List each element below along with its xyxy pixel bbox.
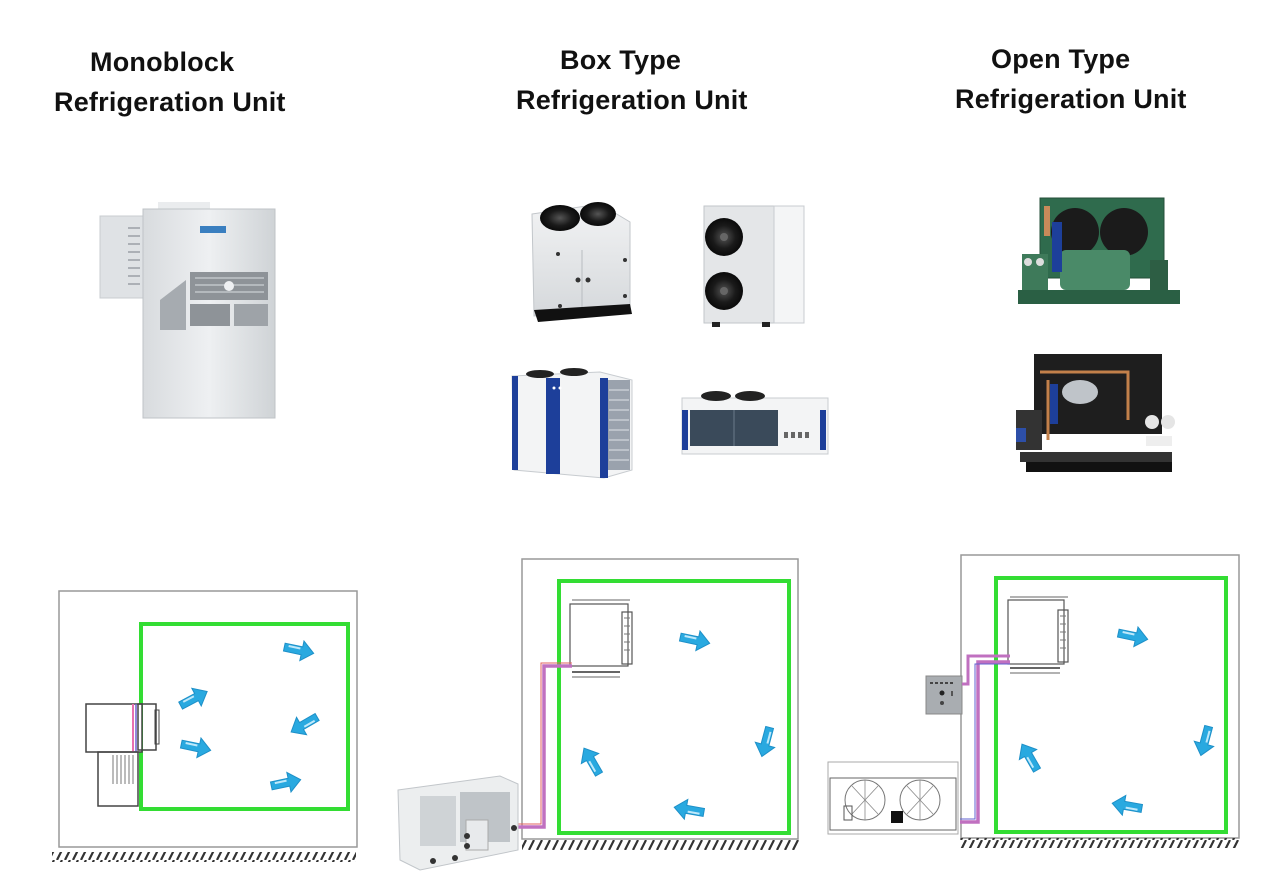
title-line1: Monoblock [90, 47, 235, 77]
evaporator-schematic [569, 599, 633, 678]
ground-hatch [52, 852, 356, 862]
title-box-type: Box Type Refrigeration Unit [516, 40, 748, 120]
title-monoblock: Monoblock Refrigeration Unit [54, 42, 286, 122]
title-line1: Open Type [991, 44, 1131, 74]
condensing-unit-photo [397, 775, 519, 871]
ground-hatch [960, 838, 1240, 848]
photo-box-unit-flat-blue [681, 391, 829, 455]
title-line1: Box Type [560, 45, 682, 75]
diagram-box-type [397, 558, 800, 871]
diagram-monoblock [52, 590, 358, 862]
control-box [925, 675, 963, 715]
diagram-open-type [827, 554, 1240, 848]
insulated-cold-room [994, 576, 1228, 834]
refrigerant-pipe [518, 664, 572, 829]
ground-hatch [522, 840, 800, 850]
title-open-type: Open Type Refrigeration Unit [955, 39, 1187, 119]
title-line2: Refrigeration Unit [516, 85, 748, 115]
title-line2: Refrigeration Unit [955, 84, 1187, 114]
photo-box-unit-blue-cube [511, 368, 633, 479]
photo-open-unit-black [1016, 354, 1175, 472]
open-condensing-unit-schematic [827, 761, 959, 835]
title-line2: Refrigeration Unit [54, 87, 286, 117]
building-wall [521, 558, 799, 840]
insulated-cold-room [557, 579, 791, 835]
building-wall [960, 554, 1240, 839]
monoblock-unit-schematic [85, 703, 160, 807]
photo-box-unit-twin-front-fan [703, 205, 805, 327]
evaporator-schematic [1007, 596, 1069, 674]
photo-monoblock-unit [99, 202, 276, 419]
control-cable [962, 654, 1010, 686]
photo-box-unit-twin-top-fan [531, 202, 632, 322]
photo-open-unit-green [1018, 197, 1180, 304]
refrigerant-pipe [960, 660, 1010, 824]
